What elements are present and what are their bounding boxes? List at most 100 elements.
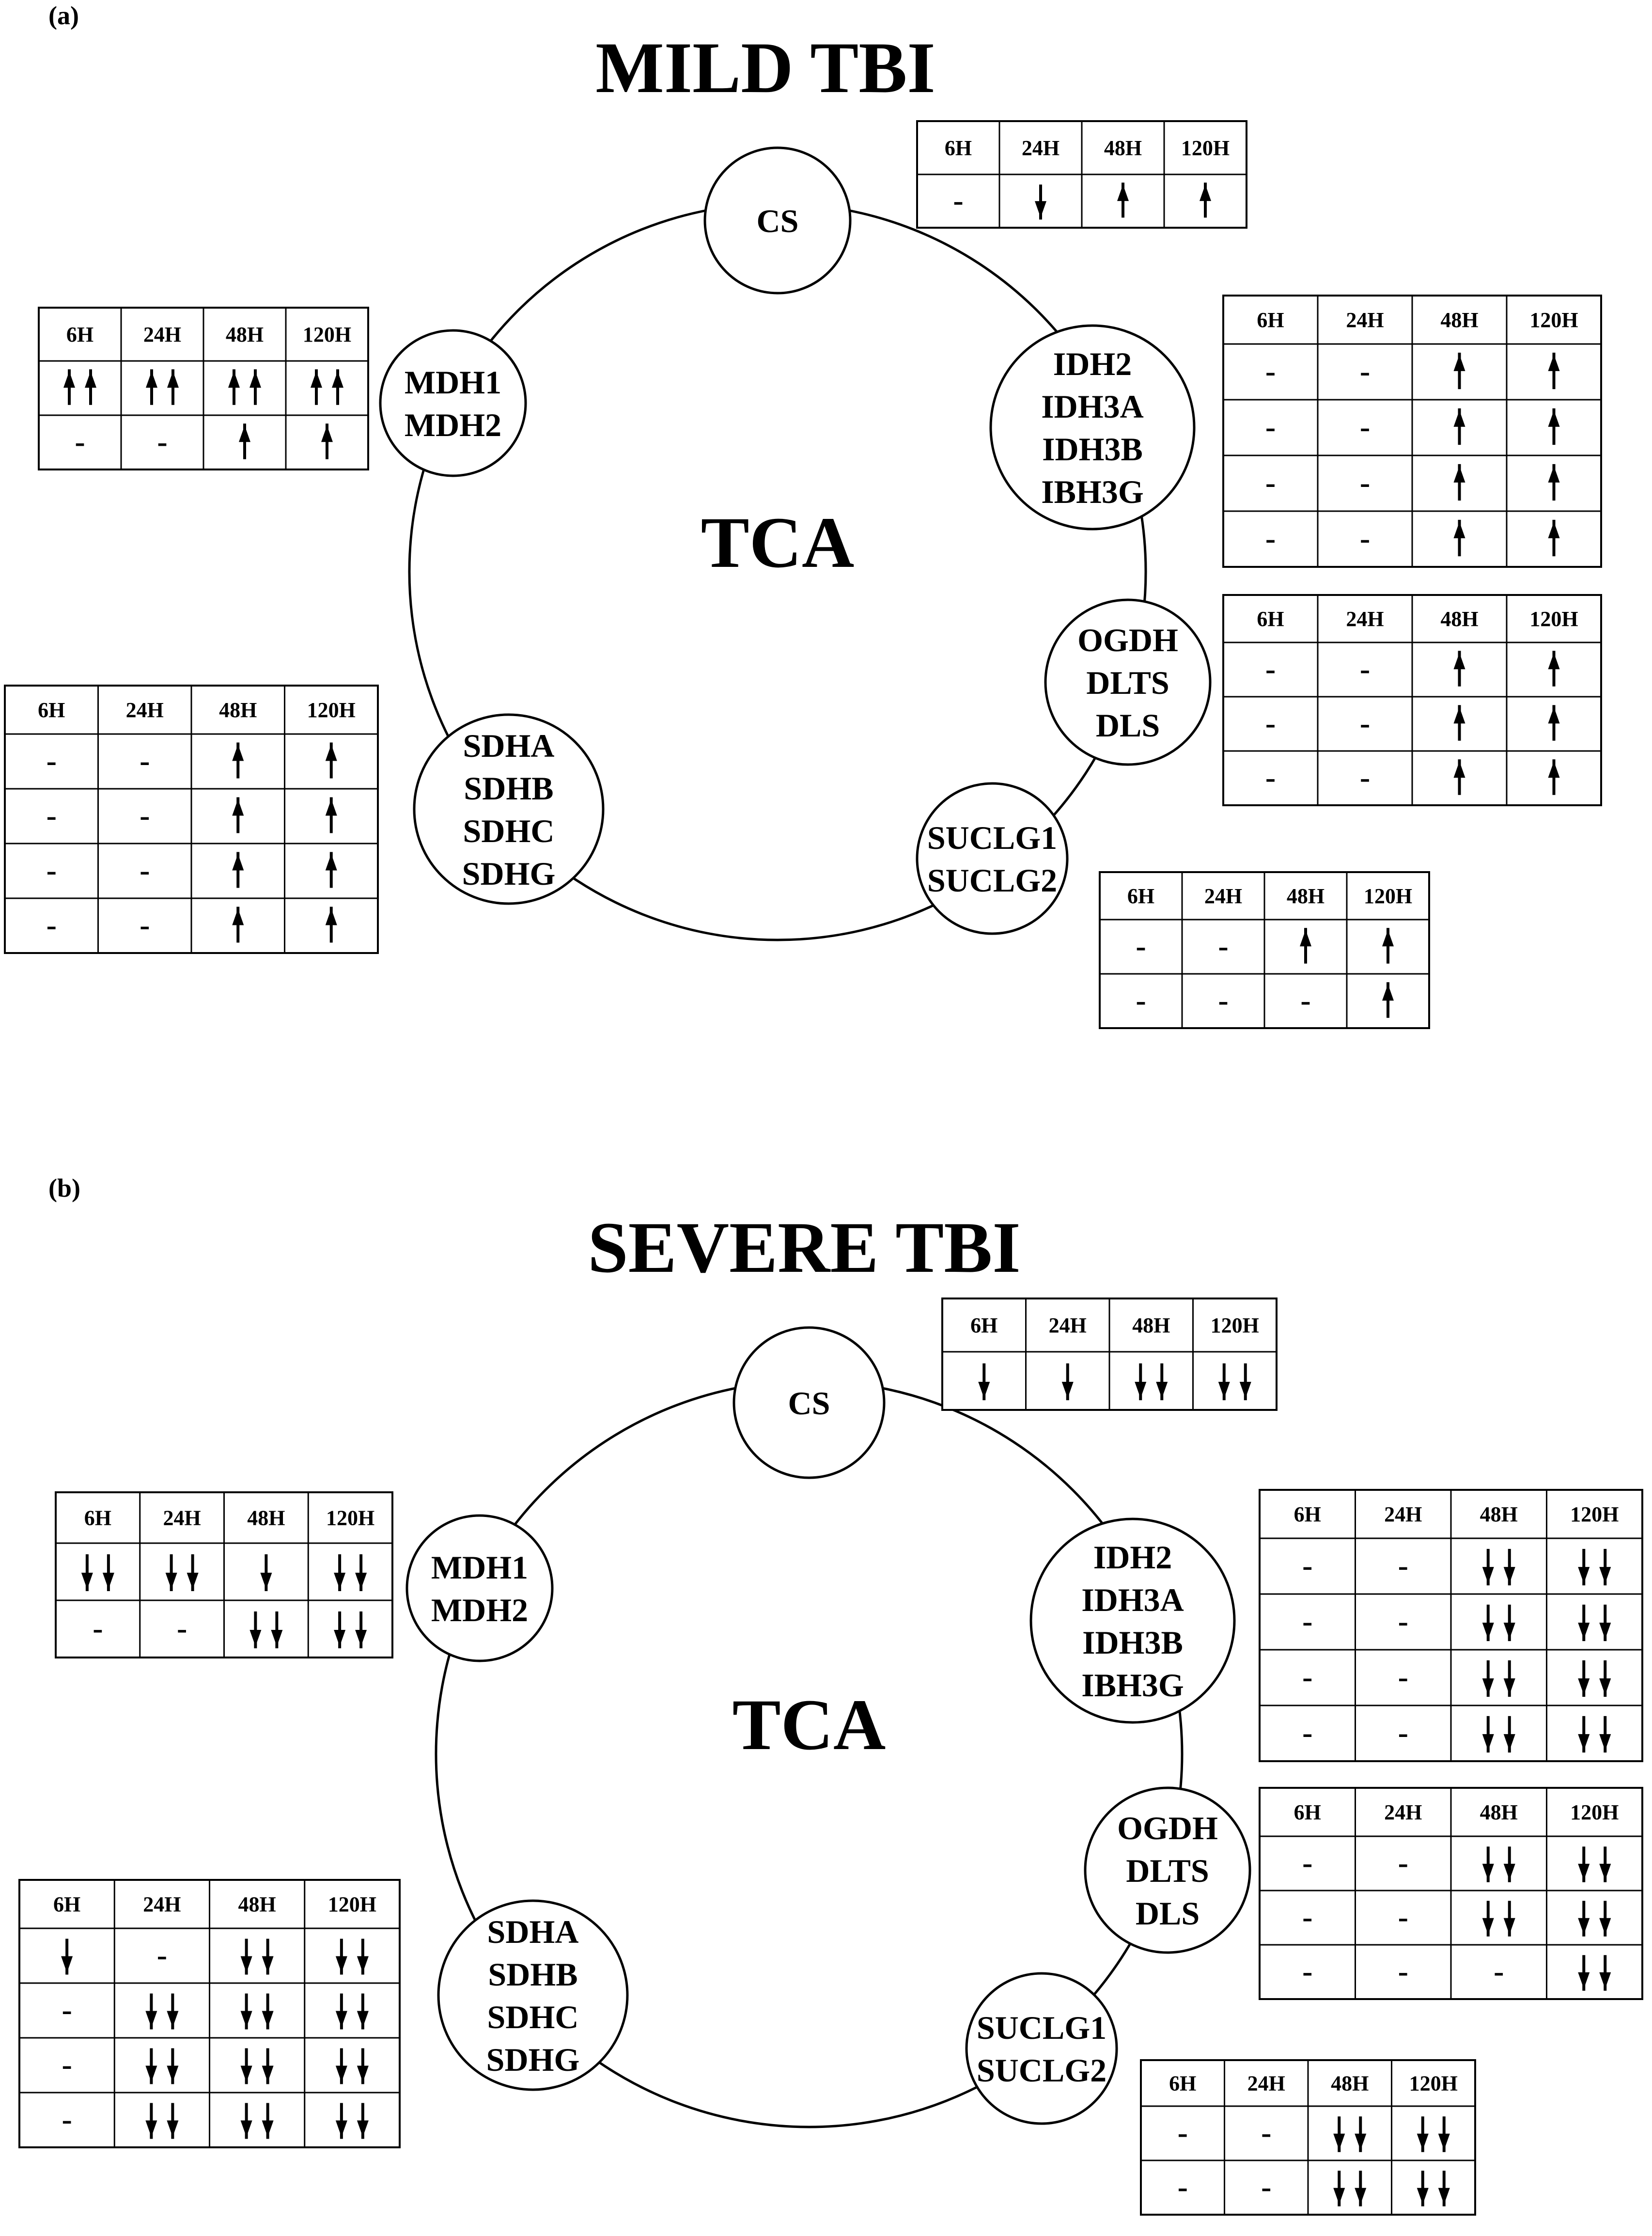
down-arrow-head [1355, 2133, 1367, 2150]
up-single-arrow-icon [1200, 182, 1211, 218]
no-change-mark: - [1136, 929, 1146, 963]
time-header: 24H [1204, 884, 1242, 908]
down-single-arrow-icon [61, 1939, 73, 1975]
table-row: -- [1265, 759, 1560, 795]
no-change-dash: - [1398, 1900, 1408, 1934]
no-change-mark: - [1398, 1954, 1408, 1988]
up-single-arrow-icon [1300, 928, 1311, 964]
up-single-arrow-icon [1548, 408, 1560, 445]
time-header: 24H [1049, 1313, 1087, 1337]
gene-label: SUCLG1 [977, 2009, 1107, 2046]
time-header: 6H [1127, 884, 1154, 908]
time-header: 6H [1169, 2072, 1196, 2095]
gene-label: OGDH [1077, 622, 1178, 658]
down-arrow-head [1035, 201, 1046, 218]
time-header: 6H [970, 1313, 997, 1337]
time-header: 48H [1440, 308, 1478, 332]
no-change-dash: - [1302, 1845, 1312, 1880]
no-change-dash: - [1360, 706, 1370, 740]
no-change-mark: - [1302, 1604, 1312, 1639]
time-header: 24H [163, 1506, 201, 1530]
down-double-arrow-icon [1578, 1901, 1611, 1937]
time-header: 120H [326, 1506, 374, 1530]
down-double-arrow-icon [1417, 2171, 1450, 2206]
time-header: 120H [328, 1892, 376, 1916]
no-change-mark: - [1218, 983, 1228, 1017]
gene-label: SDHC [487, 1999, 579, 2035]
up-arrow-head [332, 371, 343, 388]
down-arrow-head [260, 1573, 272, 1589]
no-change-dash: - [1360, 354, 1370, 389]
down-arrow-head [61, 1956, 73, 1973]
no-change-dash: - [1360, 521, 1370, 556]
time-header: 120H [303, 323, 351, 346]
gene-label: MDH2 [431, 1592, 528, 1628]
no-change-dash: - [1360, 410, 1370, 444]
no-change-dash: - [1360, 652, 1370, 686]
up-single-arrow-icon [325, 852, 337, 888]
up-arrow-head [1200, 184, 1211, 201]
down-arrow-head [187, 1573, 199, 1589]
down-double-arrow-icon [334, 1611, 367, 1648]
down-double-arrow-icon [1482, 1548, 1515, 1586]
down-arrow-head [1482, 1734, 1494, 1751]
table-row: -- [1265, 352, 1560, 390]
time-header: 120H [1364, 884, 1412, 908]
down-arrow-head [240, 2065, 252, 2082]
down-double-arrow-icon [1135, 1363, 1168, 1400]
up-arrow-head [232, 744, 244, 761]
down-arrow-head [1417, 2188, 1429, 2205]
no-change-dash: - [47, 908, 57, 942]
table-row: -- [1136, 928, 1394, 964]
no-change-mark: - [1398, 1548, 1408, 1583]
time-header: 6H [1294, 1800, 1321, 1824]
gene-label: IDH3A [1041, 388, 1144, 425]
no-change-mark: - [1265, 410, 1276, 444]
no-change-mark: - [157, 424, 167, 459]
up-arrow-head [1453, 466, 1465, 483]
no-change-dash: - [1398, 1660, 1408, 1694]
time-header: 120H [1529, 607, 1578, 631]
down-double-arrow-icon [240, 1993, 274, 2030]
up-single-arrow-icon [1548, 759, 1560, 795]
down-double-arrow-icon [240, 1939, 274, 1975]
enzyme-circle [916, 782, 1069, 935]
no-change-dash: - [1302, 1660, 1312, 1694]
down-double-arrow-icon [1482, 1846, 1515, 1882]
no-change-dash: - [1218, 983, 1228, 1017]
down-arrow-head [1438, 2188, 1450, 2205]
table-row: - [61, 1938, 369, 1975]
up-single-arrow-icon [239, 423, 250, 459]
table-row: --- [1136, 982, 1394, 1018]
up-single-arrow-icon [1548, 705, 1560, 741]
down-double-arrow-icon [335, 1939, 369, 1975]
time-header: 6H [1294, 1502, 1321, 1526]
down-arrow-head [1355, 2188, 1367, 2205]
down-double-arrow-icon [1333, 2171, 1367, 2206]
gene-label: MDH1 [405, 364, 501, 401]
up-single-arrow-icon [1548, 519, 1560, 557]
time-header: 48H [219, 698, 257, 722]
enzyme-circle [413, 713, 605, 905]
down-arrow-head [271, 1630, 283, 1646]
no-change-dash: - [1360, 760, 1370, 795]
down-arrow-head [1061, 1382, 1074, 1398]
table-row: - [62, 2102, 369, 2139]
no-change-dash: - [157, 1938, 167, 1972]
up-arrow-head [1548, 707, 1560, 724]
gene-label: DLTS [1086, 664, 1169, 701]
no-change-dash: - [62, 2102, 72, 2137]
gene-label: DLS [1136, 1895, 1200, 1932]
no-change-dash: - [1302, 1900, 1312, 1934]
no-change-dash: - [1261, 2170, 1271, 2204]
enzyme-circle [732, 1326, 886, 1479]
no-change-dash: - [1265, 354, 1276, 389]
